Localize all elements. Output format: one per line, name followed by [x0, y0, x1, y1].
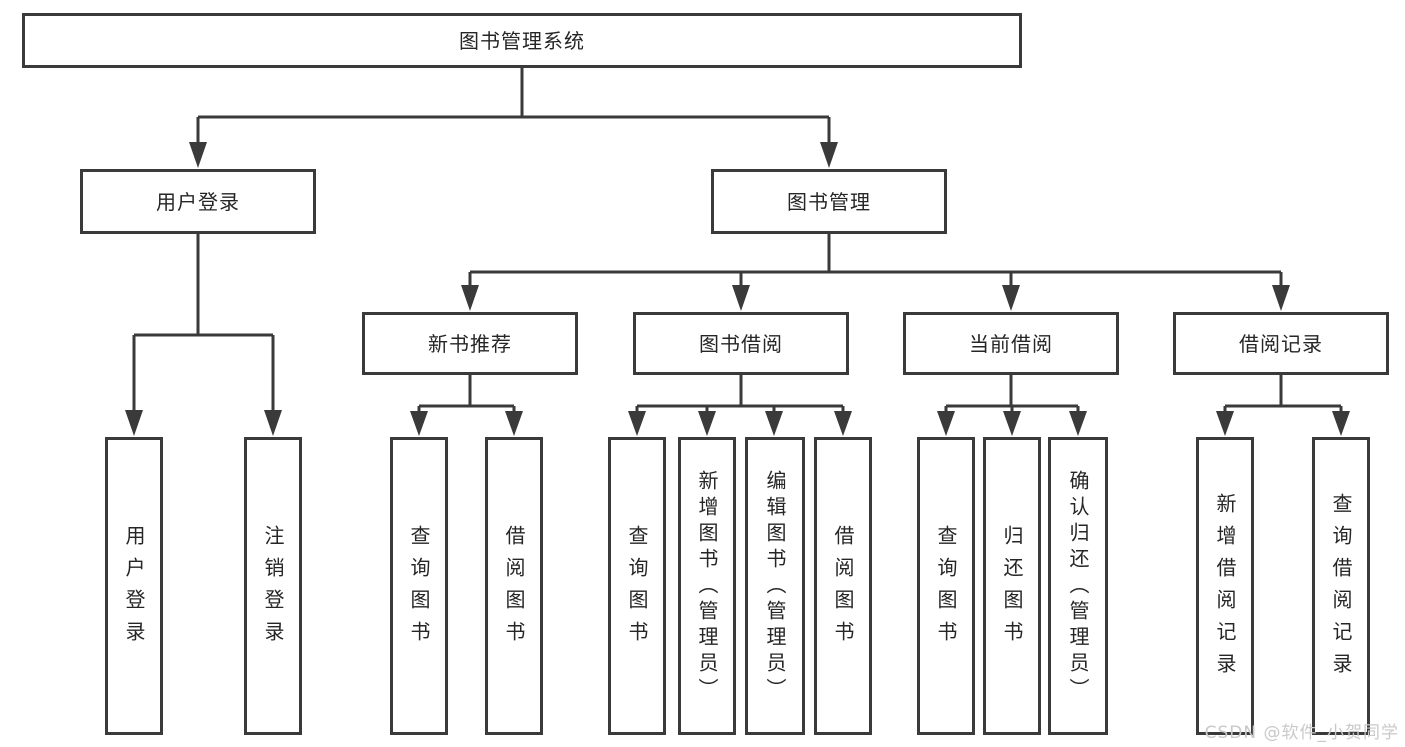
connector-current-borrow-children — [944, 375, 1080, 414]
connector-book-management-children — [468, 234, 1283, 287]
leaf-user-login: 用户登录 — [105, 437, 163, 735]
leaf-query-books-recommend: 查询图书 — [390, 437, 448, 735]
arrowhead — [410, 411, 428, 436]
connector-borrow-record-children — [1223, 375, 1343, 414]
arrowhead — [1272, 285, 1290, 311]
connector-user-login-children — [132, 234, 275, 412]
leaf-add-books-admin: 新增图书（管理员） — [678, 437, 736, 735]
leaf-query-borrow-record: 查询借阅记录 — [1312, 437, 1370, 735]
node-new-book-recommend: 新书推荐 — [362, 312, 578, 375]
arrowhead — [1002, 285, 1020, 311]
arrowhead — [628, 411, 646, 436]
arrowhead — [1069, 411, 1087, 436]
arrowhead — [1332, 411, 1350, 436]
arrowhead — [189, 142, 207, 168]
connector-new-book-children — [417, 375, 516, 414]
arrowhead — [698, 411, 716, 436]
leaf-query-books-borrow: 查询图书 — [608, 437, 666, 735]
leaf-confirm-return-admin: 确认归还（管理员） — [1048, 437, 1108, 735]
connector-book-borrow-children — [635, 375, 845, 414]
node-book-management: 图书管理 — [711, 169, 947, 234]
node-borrow-record: 借阅记录 — [1173, 312, 1389, 375]
leaf-edit-books-admin: 编辑图书（管理员） — [745, 437, 805, 735]
arrowhead — [820, 142, 838, 168]
node-book-borrow: 图书借阅 — [633, 312, 849, 375]
leaf-user-logout: 注销登录 — [244, 437, 302, 735]
node-library-management-system: 图书管理系统 — [22, 13, 1022, 68]
connector-root-to-level2 — [196, 68, 831, 144]
arrowhead — [505, 411, 523, 436]
node-user-login: 用户登录 — [80, 169, 316, 234]
node-current-borrow: 当前借阅 — [903, 312, 1119, 375]
arrowhead — [125, 410, 143, 436]
csdn-watermark: CSDN @软件_小贺同学 — [1204, 723, 1399, 743]
arrowhead — [732, 285, 750, 311]
leaf-borrow-books-recommend: 借阅图书 — [485, 437, 543, 735]
arrowhead — [1216, 411, 1234, 436]
arrowhead — [264, 410, 282, 436]
leaf-query-books-current: 查询图书 — [917, 437, 975, 735]
arrowhead — [461, 285, 479, 311]
leaf-return-books: 归还图书 — [983, 437, 1041, 735]
leaf-borrow-books: 借阅图书 — [814, 437, 872, 735]
arrowhead — [1003, 411, 1021, 436]
leaf-add-borrow-record: 新增借阅记录 — [1196, 437, 1254, 735]
arrowhead — [765, 411, 783, 436]
arrowhead — [834, 411, 852, 436]
arrowhead — [937, 411, 955, 436]
